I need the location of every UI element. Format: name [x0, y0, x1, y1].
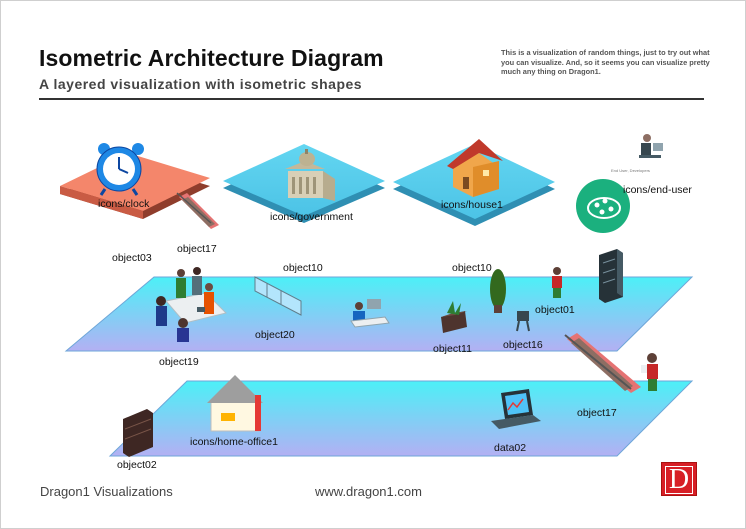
label-object20: object20 [255, 329, 295, 341]
plant-box-icon [441, 301, 467, 333]
house-icon [447, 139, 503, 197]
end-user-icon [639, 134, 663, 158]
label-object01: object01 [535, 304, 575, 316]
home-office-icon [207, 375, 263, 432]
label-object16: object16 [503, 339, 543, 351]
header-divider [39, 98, 704, 100]
meeting-group-icon [156, 267, 227, 342]
chair-icon [516, 311, 530, 332]
label-object03: object03 [112, 252, 152, 264]
footer-url[interactable]: www.dragon1.com [315, 484, 422, 499]
label-object10-a: object10 [283, 262, 323, 274]
cloud-network-icon [576, 179, 630, 233]
label-object02: object02 [117, 459, 157, 471]
label-icons-end-user: icons/end-user [623, 184, 692, 196]
label-icons-clock: icons/clock [98, 198, 150, 210]
end-user-caption: End User, Developers [611, 168, 650, 173]
bookshelf-icon [123, 409, 153, 457]
footer-brand: Dragon1 Visualizations [40, 484, 173, 499]
label-object10-b: object10 [452, 262, 492, 274]
tree-icon [490, 269, 506, 313]
middle-layer-plane [64, 276, 694, 352]
escalator-icon [176, 192, 219, 229]
page-title: Isometric Architecture Diagram [39, 45, 384, 71]
logo-letter: D [664, 466, 694, 494]
clock-icon [96, 143, 144, 196]
label-object17-top: object17 [177, 243, 217, 255]
description-note: This is a visualization of random things… [501, 48, 710, 77]
government-building-icon [285, 149, 335, 201]
label-object19: object19 [159, 356, 199, 368]
person-with-sign-icon [641, 353, 658, 391]
dragon1-logo: D [661, 462, 697, 496]
office-worker-icon [350, 299, 390, 328]
label-object17-bottom: object17 [577, 407, 617, 419]
label-icons-house1: icons/house1 [441, 199, 503, 211]
person-standing-icon [552, 267, 562, 298]
label-object11: object11 [433, 343, 472, 355]
page-subtitle: A layered visualization with isometric s… [39, 76, 363, 92]
laptop-icon [491, 389, 541, 429]
glass-partition-icon [254, 276, 302, 316]
escalator-large-icon [564, 333, 641, 393]
label-icons-government: icons/government [270, 211, 353, 223]
label-data02: data02 [494, 442, 527, 454]
label-icons-home-office1: icons/home-office1 [190, 436, 278, 448]
server-rack-icon [599, 249, 623, 303]
